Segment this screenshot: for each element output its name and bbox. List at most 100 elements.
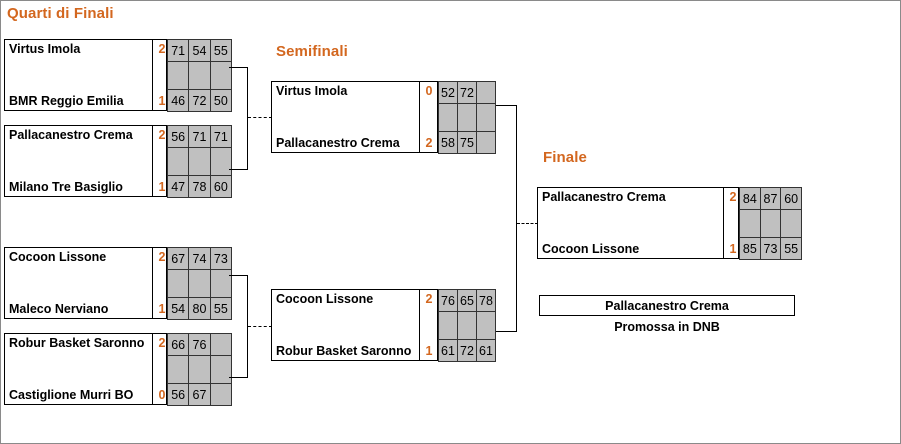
qf3-score-top-2: 74 (188, 247, 211, 270)
qf4-score-top-1: 66 (166, 333, 190, 356)
qf3-spacer-1 (166, 269, 190, 298)
connector-dash-sf2 (248, 326, 272, 327)
sf2-score-bottom-2: 72 (457, 339, 477, 362)
qf1-wins-top: 2 (158, 42, 166, 56)
sf2-spacer-1 (438, 311, 458, 340)
qf3-wins-top: 2 (158, 250, 166, 264)
final-score-top-2: 87 (759, 187, 782, 210)
sf1-score-grid: 52 72 58 75 (438, 81, 496, 154)
sf2-team-bottom: Robur Basket Saronno (276, 344, 412, 358)
qf3-score-top-3: 73 (209, 247, 233, 270)
qf2-score-bottom-3: 60 (209, 175, 233, 198)
sf2-score-divider (419, 289, 420, 361)
qf3-spacer-2 (188, 269, 211, 298)
sf1-wins-bottom: 2 (425, 136, 433, 150)
connector-qf-lower (229, 275, 248, 378)
sf1-spacer-2 (457, 103, 477, 132)
qf4-spacer-1 (166, 355, 190, 384)
sf2-wins-top: 2 (425, 292, 433, 306)
connector-qf-upper (229, 67, 248, 170)
sf1-spacer-3 (476, 103, 496, 132)
sf1-team-bottom: Pallacanestro Crema (276, 136, 400, 150)
qf4-score-bottom-2: 67 (188, 383, 211, 406)
sf2-spacer-3 (476, 311, 496, 340)
qf3-score-divider (152, 247, 153, 319)
qf1-spacer-2 (188, 61, 211, 90)
qf2-wins-top: 2 (158, 128, 166, 142)
qf2-spacer-3 (209, 147, 233, 176)
match-qf3: Cocoon Lissone Maleco Nerviano 2 1 67 74… (4, 247, 233, 320)
match-qf2: Pallacanestro Crema Milano Tre Basiglio … (4, 125, 233, 198)
sf2-score-bottom-1: 61 (438, 339, 458, 362)
qf3-score-top-1: 67 (166, 247, 190, 270)
match-sf2: Cocoon Lissone Robur Basket Saronno 2 1 … (271, 289, 496, 362)
qf3-team-top: Cocoon Lissone (9, 250, 107, 264)
sf1-score-divider (419, 81, 420, 153)
sf2-name-box (271, 289, 438, 361)
sf2-score-top-2: 65 (457, 289, 477, 312)
qf2-team-bottom: Milano Tre Basiglio (9, 180, 123, 194)
qf4-score-bottom-3 (209, 383, 233, 406)
sf2-score-top-1: 76 (438, 289, 458, 312)
qf1-score-top-3: 55 (209, 39, 233, 62)
final-score-divider (723, 187, 724, 259)
sf1-score-top-2: 72 (457, 81, 477, 104)
qf2-score-divider (152, 125, 153, 197)
sf2-wins-bottom: 1 (425, 344, 433, 358)
final-team-bottom: Cocoon Lissone (542, 242, 640, 256)
qf2-score-top-1: 56 (166, 125, 190, 148)
qf1-wins-bottom: 1 (158, 94, 166, 108)
final-team-top: Pallacanestro Crema (542, 190, 666, 204)
winner-box: Pallacanestro Crema (539, 295, 795, 316)
round-title-final: Finale (543, 149, 587, 166)
qf2-spacer-2 (188, 147, 211, 176)
qf2-score-top-3: 71 (209, 125, 233, 148)
connector-dash-final (517, 223, 538, 224)
round-title-semifinals: Semifinali (276, 43, 348, 60)
sf2-score-bottom-3: 61 (476, 339, 496, 362)
qf4-wins-top: 2 (158, 336, 166, 350)
qf2-team-top: Pallacanestro Crema (9, 128, 133, 142)
sf2-score-top-3: 78 (476, 289, 496, 312)
sf2-score-grid: 76 65 78 61 72 61 (438, 289, 496, 362)
match-qf1: Virtus Imola BMR Reggio Emilia 2 1 71 54… (4, 39, 233, 112)
qf2-name-box (4, 125, 167, 197)
sf1-spacer-1 (438, 103, 458, 132)
sf1-score-top-3 (476, 81, 496, 104)
qf4-score-top-3 (209, 333, 233, 356)
final-spacer-3 (780, 209, 802, 238)
qf4-team-bottom: Castiglione Murri BO (9, 388, 134, 402)
qf4-spacer-2 (188, 355, 211, 384)
qf2-score-grid: 56 71 71 47 78 60 (166, 125, 233, 198)
sf1-score-bottom-3 (476, 131, 496, 154)
qf1-spacer-3 (209, 61, 233, 90)
qf3-spacer-3 (209, 269, 233, 298)
final-score-bottom-3: 55 (780, 237, 802, 260)
final-wins-bottom: 1 (729, 242, 737, 256)
qf2-score-bottom-2: 78 (188, 175, 211, 198)
final-wins-top: 2 (729, 190, 737, 204)
match-qf4: Robur Basket Saronno Castiglione Murri B… (4, 333, 233, 406)
qf1-spacer-1 (166, 61, 190, 90)
match-final: Pallacanestro Crema Cocoon Lissone 2 1 8… (537, 187, 802, 260)
qf1-score-divider (152, 39, 153, 111)
qf3-score-bottom-1: 54 (166, 297, 190, 320)
qf4-wins-bottom: 0 (158, 388, 166, 402)
final-spacer-1 (739, 209, 761, 238)
qf1-score-grid: 71 54 55 46 72 50 (166, 39, 233, 112)
final-name-box (537, 187, 739, 259)
final-score-grid: 84 87 60 85 73 55 (739, 187, 802, 260)
final-score-top-3: 60 (780, 187, 802, 210)
qf4-name-box (4, 333, 167, 405)
match-sf1: Virtus Imola Pallacanestro Crema 0 2 52 … (271, 81, 496, 154)
qf4-team-top: Robur Basket Saronno (9, 336, 145, 350)
qf2-wins-bottom: 1 (158, 180, 166, 194)
qf2-score-bottom-1: 47 (166, 175, 190, 198)
qf4-score-grid: 66 76 56 67 (166, 333, 233, 406)
qf1-score-bottom-2: 72 (188, 89, 211, 112)
qf2-spacer-1 (166, 147, 190, 176)
qf1-score-bottom-1: 46 (166, 89, 190, 112)
sf1-name-box (271, 81, 438, 153)
sf2-spacer-2 (457, 311, 477, 340)
qf3-team-bottom: Maleco Nerviano (9, 302, 109, 316)
